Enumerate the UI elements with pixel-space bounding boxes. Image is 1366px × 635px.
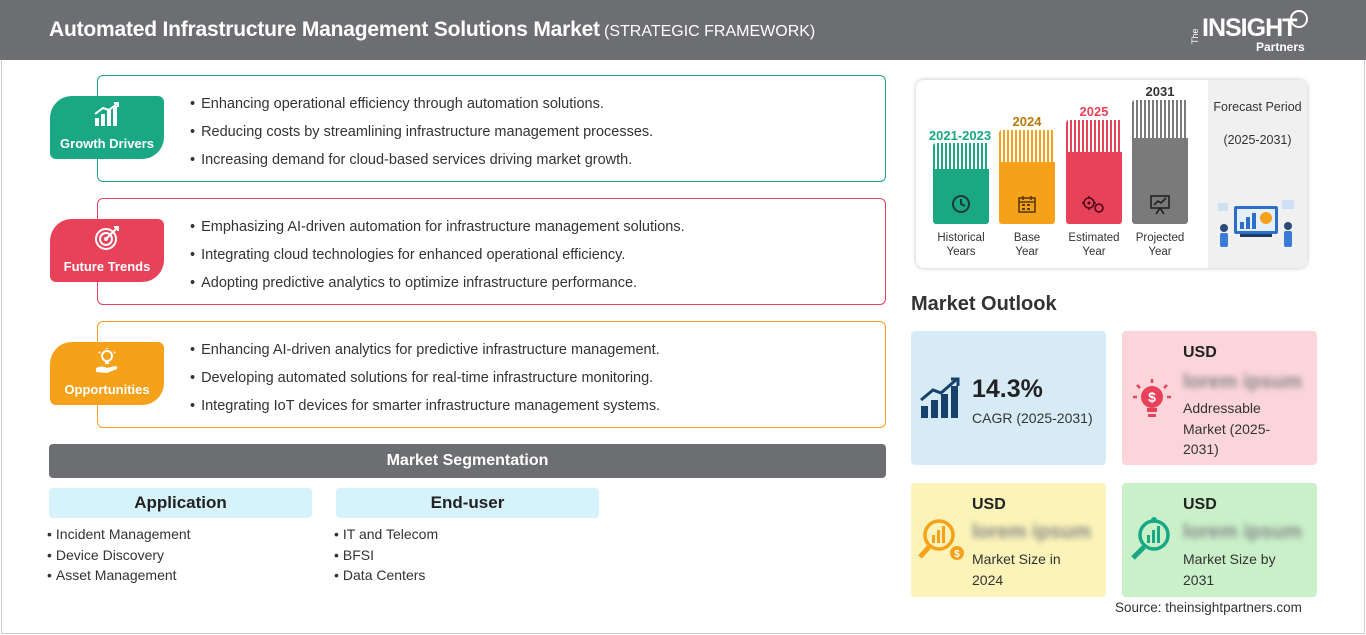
historical-label: Historical Years (937, 232, 985, 258)
cagr-value: 14.3% (972, 375, 1043, 403)
application-list: Incident Management Device Discovery Ass… (47, 524, 191, 586)
estimated-year: 2025 (1079, 104, 1109, 119)
growth-drivers-list: Enhancing operational efficiency through… (190, 90, 653, 174)
size-2024-usd: USD (972, 496, 1006, 513)
content-frame (1, 60, 1365, 634)
logo-arc-icon (1290, 10, 1308, 28)
projected-bar (1132, 100, 1188, 224)
market-segmentation-bar: Market Segmentation (49, 444, 886, 478)
future-trends-label: Future Trends (63, 259, 151, 274)
lightbulb-hand-icon (96, 348, 118, 373)
addressable-usd: USD (1183, 344, 1217, 361)
history-clock-icon (952, 195, 970, 213)
size-2031-value: lorem ipsum (1183, 521, 1302, 543)
future-trends-list: Emphasizing AI-driven automation for inf… (190, 213, 685, 297)
header-bar: Automated Infrastructure Management Solu… (0, 0, 1366, 60)
future-trends-badge: Future Trends (50, 219, 164, 282)
list-item: Integrating IoT devices for smarter infr… (190, 392, 660, 420)
list-item: Emphasizing AI-driven automation for inf… (190, 213, 685, 241)
historical-bar (933, 143, 989, 224)
base-bar (999, 130, 1055, 224)
estimated-label: Estimated Year (1068, 232, 1120, 258)
list-item: BFSI (334, 545, 438, 566)
projected-label: Projected Year (1135, 232, 1185, 258)
list-item: Enhancing operational efficiency through… (190, 90, 653, 118)
addressable-market-card: $ USD lorem ipsum Addressable Market (20… (1122, 331, 1317, 465)
logo-insight-text: INSIGHT (1202, 14, 1297, 42)
logo-the-text: The (1190, 28, 1200, 44)
logo-partners-text: Partners (1256, 40, 1305, 54)
growth-drivers-badge: Growth Drivers (50, 96, 164, 159)
base-label: Base Year (1013, 232, 1041, 258)
growth-drivers-label: Growth Drivers (60, 136, 154, 151)
svg-text:$: $ (954, 549, 960, 560)
end-user-header: End-user (336, 488, 599, 518)
page-title: Automated Infrastructure Management Solu… (49, 18, 600, 41)
list-item: Increasing demand for cloud-based servic… (190, 146, 653, 174)
addressable-label: Addressable Market (2025-2031) (1183, 400, 1271, 457)
growth-drivers-box: Enhancing operational efficiency through… (97, 75, 886, 182)
size-2031-usd: USD (1183, 496, 1217, 513)
opportunities-box: Enhancing AI-driven analytics for predic… (97, 321, 886, 428)
cagr-card: 14.3% CAGR (2025-2031) (911, 331, 1106, 465)
list-item: Incident Management (47, 524, 191, 545)
size-2031-label: Market Size by 2031 (1183, 551, 1276, 588)
growth-chart-icon (920, 377, 960, 418)
forecast-period-title: Forecast Period (1213, 100, 1302, 114)
base-year: 2024 (1012, 114, 1042, 129)
presentation-chart-icon (1150, 195, 1170, 215)
projected-year: 2031 (1145, 84, 1175, 99)
future-trends-box: Emphasizing AI-driven automation for inf… (97, 198, 886, 305)
market-size-2024-card: $ USD lorem ipsum Market Size in 2024 (911, 483, 1106, 597)
list-item: Asset Management (47, 565, 191, 586)
list-item: Developing automated solutions for real-… (190, 364, 660, 392)
list-item: Reducing costs by streamlining infrastru… (190, 118, 653, 146)
gears-icon (1082, 196, 1104, 213)
opportunities-list: Enhancing AI-driven analytics for predic… (190, 336, 660, 420)
list-item: Enhancing AI-driven analytics for predic… (190, 336, 660, 364)
list-item: IT and Telecom (334, 524, 438, 545)
insight-partners-logo[interactable]: The INSIGHT Partners (1190, 10, 1320, 54)
opportunities-badge: Opportunities (50, 342, 164, 405)
magnifier-growth-icon (1131, 517, 1170, 560)
addressable-value: lorem ipsum (1183, 371, 1302, 393)
analytics-team-icon (1218, 200, 1294, 247)
timeline-card: 2021-2023 Historical Years 2024 Base Yea… (916, 80, 1307, 268)
end-user-list: IT and Telecom BFSI Data Centers (334, 524, 438, 586)
size-2024-label: Market Size in 2024 (972, 551, 1061, 588)
svg-text:$: $ (1148, 389, 1156, 405)
market-size-2031-card: USD lorem ipsum Market Size by 2031 (1122, 483, 1317, 597)
lightbulb-dollar-icon: $ (1133, 379, 1171, 417)
size-2024-value: lorem ipsum (972, 521, 1091, 543)
application-header: Application (49, 488, 312, 518)
calendar-icon (1018, 196, 1036, 213)
bar-growth-icon (94, 102, 119, 126)
list-item: Integrating cloud technologies for enhan… (190, 241, 685, 269)
list-item: Device Discovery (47, 545, 191, 566)
cagr-label: CAGR (2025-2031) (972, 410, 1093, 426)
magnifier-chart-icon: $ (918, 519, 964, 560)
opportunities-label: Opportunities (64, 382, 150, 397)
list-item: Adopting predictive analytics to optimiz… (190, 269, 685, 297)
target-icon (95, 226, 119, 250)
list-item: Data Centers (334, 565, 438, 586)
source-credit[interactable]: Source: theinsightpartners.com (1115, 600, 1302, 615)
market-outlook-title: Market Outlook (911, 293, 1057, 315)
estimated-bar (1066, 120, 1122, 224)
historical-year: 2021-2023 (928, 128, 992, 143)
page-subtitle: (STRATEGIC FRAMEWORK) (604, 23, 816, 40)
forecast-period-years: (2025-2031) (1223, 133, 1292, 147)
